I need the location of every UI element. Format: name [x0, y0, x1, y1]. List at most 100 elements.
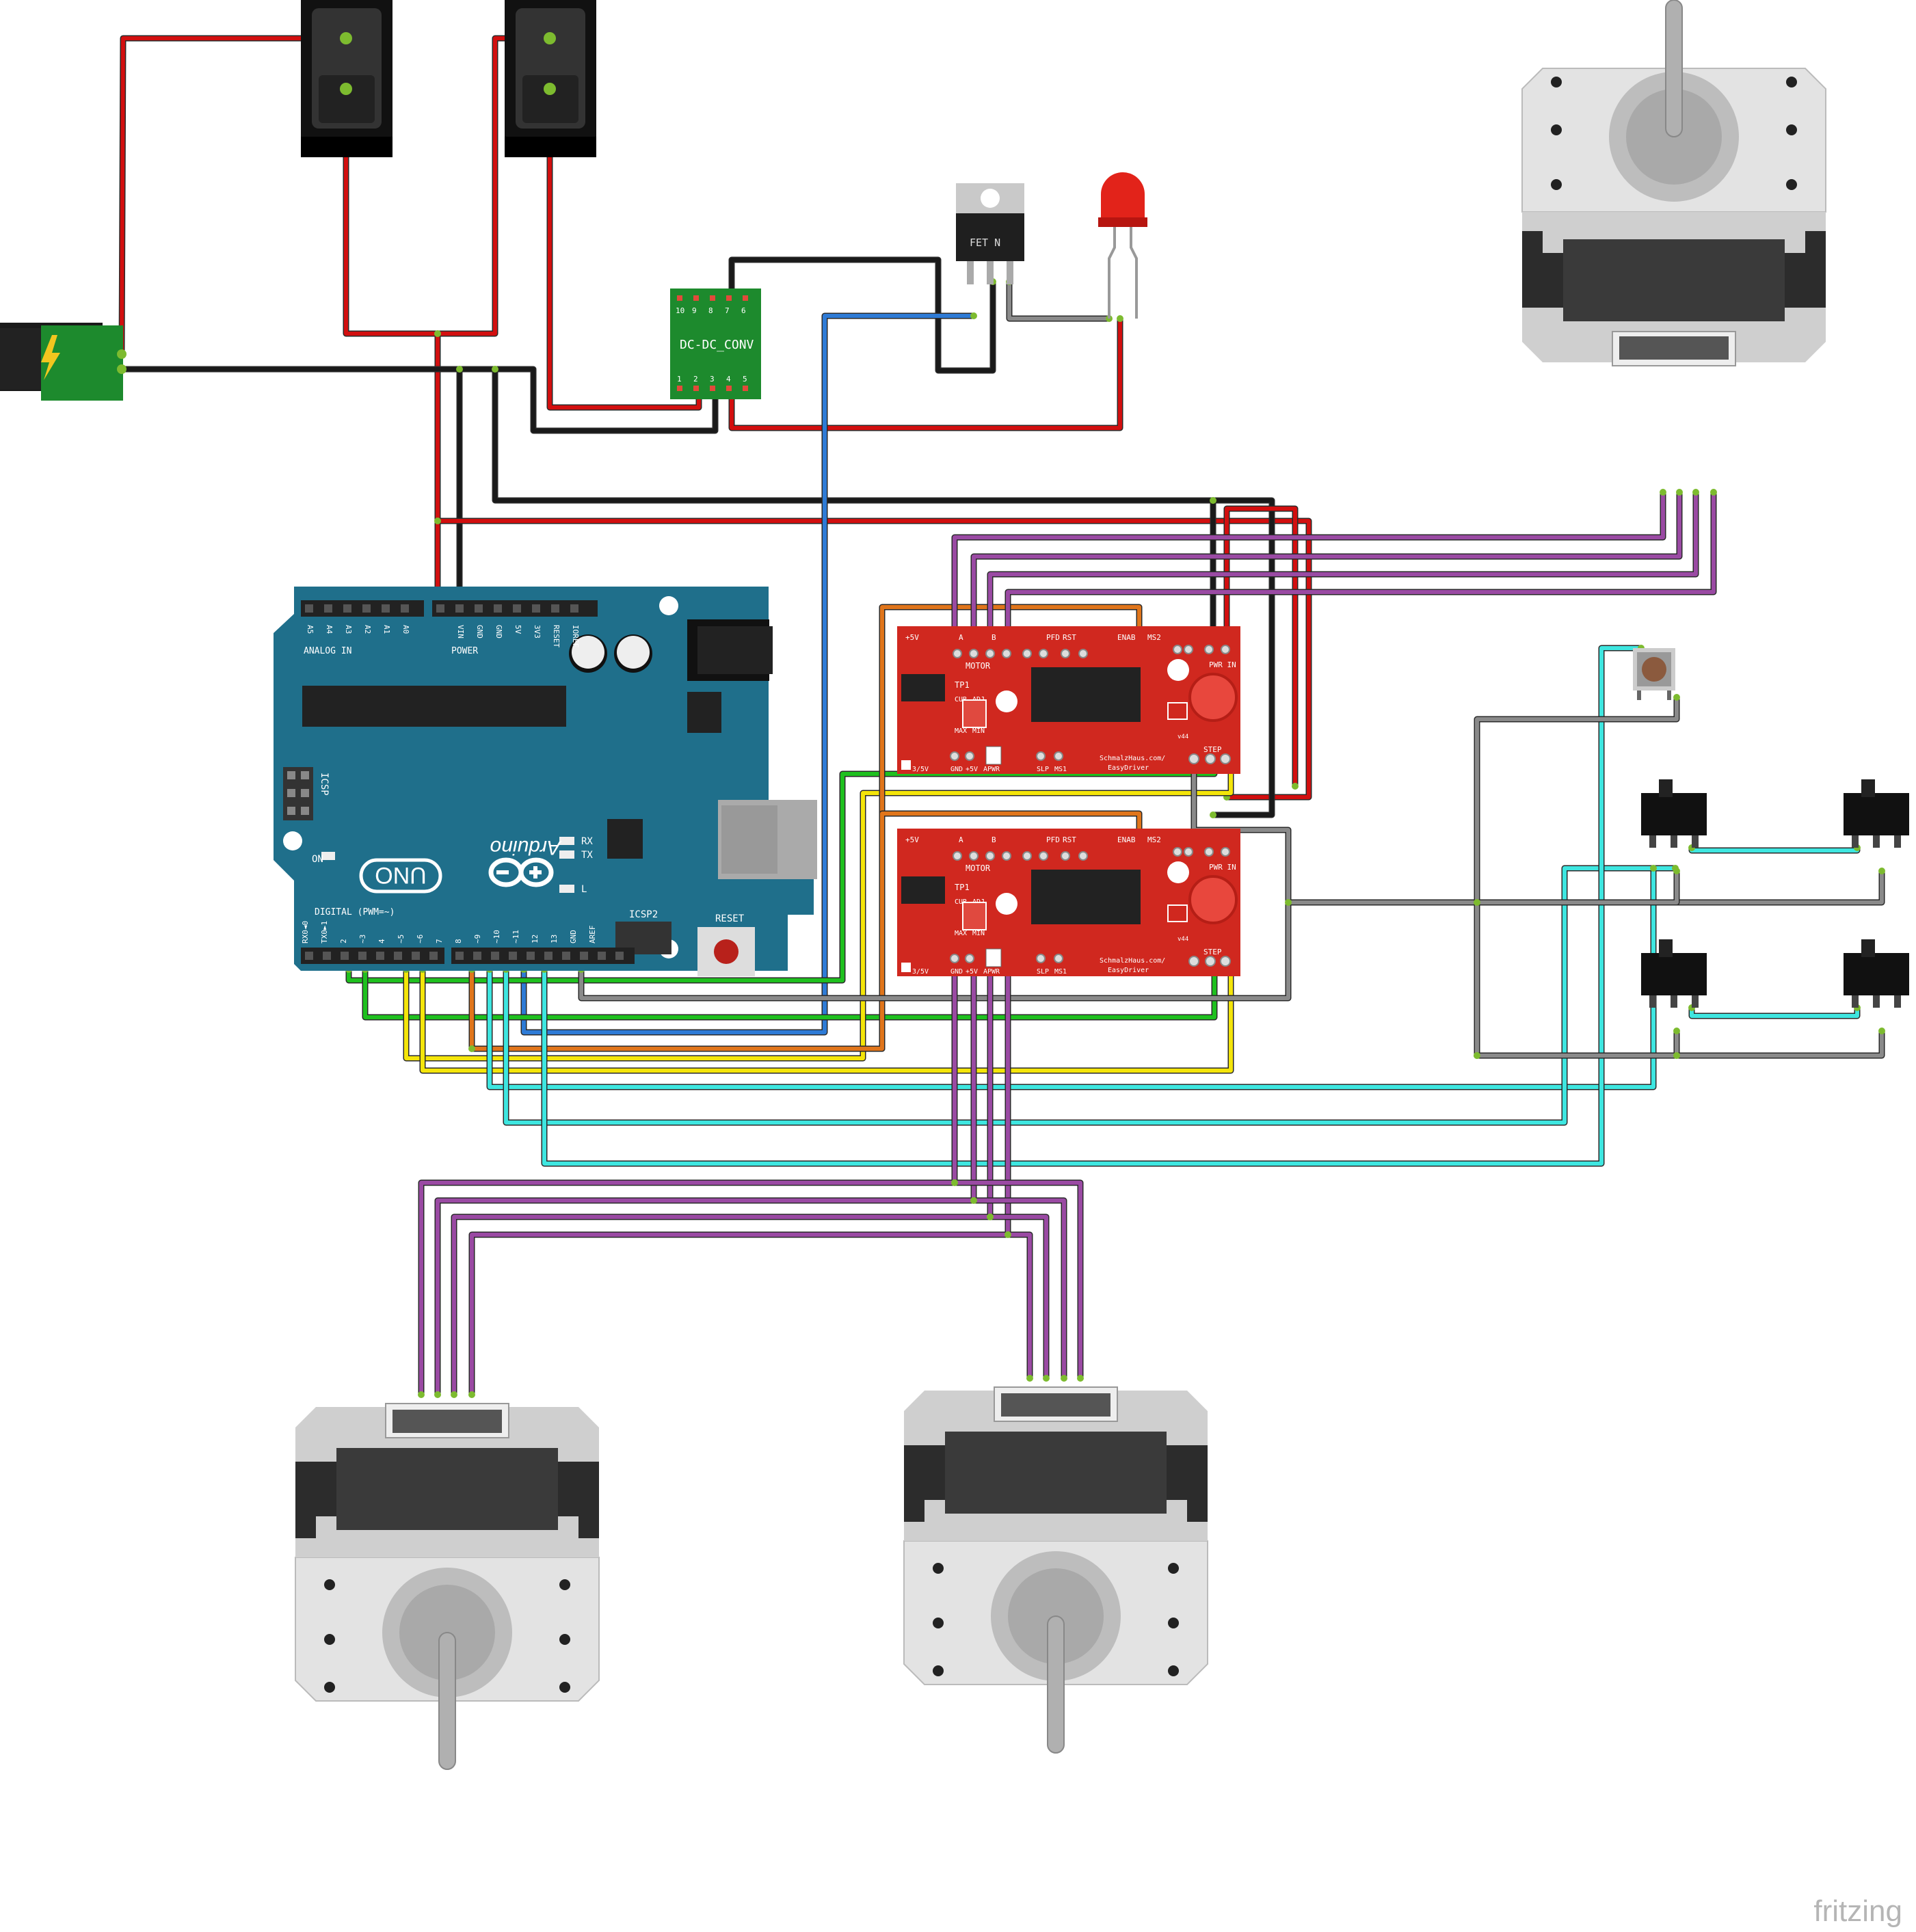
- driver-version: v44: [1177, 734, 1188, 740]
- wire-driver1-gnd-black[interactable]: [1210, 497, 1216, 639]
- driver-brand-line2: EasyDriver: [1108, 967, 1149, 974]
- driver-motor-label: MOTOR: [966, 661, 991, 671]
- arduino-digital-pin-label: 13: [550, 935, 559, 943]
- arduino-uno-board: UNO Arduino ON RX TX L ICSP2 RESET ICSP …: [274, 587, 817, 976]
- driver-bottom-label: +5V: [966, 766, 978, 773]
- wire-gnd-to-arduino[interactable]: [456, 366, 463, 612]
- driver-top-label: B: [992, 835, 996, 844]
- limit-switch-3[interactable]: [1641, 939, 1707, 1008]
- wire-purple-m3-d[interactable]: [1004, 1231, 1033, 1382]
- driver-top-label: A: [959, 835, 963, 844]
- limit-switch-4[interactable]: [1844, 939, 1909, 1008]
- arduino-digital-pin-label: 7: [435, 939, 444, 943]
- stepper-motor-top-right: [1521, 0, 1826, 366]
- wire-gray-vertical[interactable]: [1474, 694, 1680, 1059]
- driver-bottom-label: MS1: [1054, 766, 1067, 773]
- wire-purple-m3-c[interactable]: [987, 1213, 1050, 1382]
- wire-purple-m1-b[interactable]: [970, 489, 1683, 646]
- driver-bottom-label: 3/5V: [912, 766, 929, 773]
- wire-purple-m1-d[interactable]: [1004, 489, 1717, 646]
- driver-top-label: MS2: [1147, 633, 1161, 642]
- limit-switch-1[interactable]: [1641, 779, 1707, 848]
- arduino-model: UNO: [375, 862, 427, 888]
- arduino-infinity-logo: [488, 857, 554, 887]
- driver-top-label: B: [992, 633, 996, 642]
- driver-top-label: PFD: [1046, 835, 1060, 844]
- limit-switch-2[interactable]: [1844, 779, 1909, 848]
- arduino-digital-pin-label: 8: [454, 939, 463, 943]
- arduino-brand: Arduino: [490, 836, 562, 859]
- dc-power-jack: [0, 323, 127, 401]
- wire-cyan-sw-pair1[interactable]: [1688, 844, 1861, 854]
- driver-pot-label: MIN: [972, 930, 985, 937]
- wire-cyan-limit2[interactable]: [503, 865, 1657, 1126]
- arduino-digital-pin-label: RX0◄0: [301, 921, 310, 943]
- wire-switch1-to-vin[interactable]: [343, 85, 441, 612]
- wire-dcdc-out-to-led[interactable]: [728, 315, 1123, 431]
- arduino-digital-pin-label: ~3: [358, 935, 367, 943]
- driver-pwr-in-label: PWR IN: [1209, 863, 1236, 872]
- rocker-switch-2[interactable]: [505, 0, 596, 157]
- wire-gray-sw3[interactable]: [1673, 1028, 1885, 1059]
- dcdc-pin-label: 2: [693, 375, 698, 384]
- dcdc-pin-label: 5: [743, 375, 747, 384]
- arduino-digital-pin-label: AREF: [588, 926, 597, 944]
- wire-purple-m1-c[interactable]: [987, 489, 1699, 646]
- driver-bottom-label: GND: [950, 766, 963, 773]
- driver-step-label: STEP: [1203, 745, 1222, 754]
- arduino-digital-pin-label: ~10: [492, 930, 501, 943]
- fritzing-logo: fritzing: [1813, 1894, 1902, 1928]
- arduino-analog-pin-label: A3: [344, 625, 353, 634]
- arduino-power-pin-label: GND: [494, 625, 503, 639]
- fet-n-transistor: FET N: [956, 183, 1024, 284]
- dcdc-pin-label: 1: [677, 375, 682, 384]
- driver-top-label: RST: [1063, 835, 1076, 844]
- red-led: [1098, 172, 1147, 319]
- tactile-push-button[interactable]: [1633, 648, 1675, 700]
- arduino-analog-pin-label: A2: [363, 625, 372, 634]
- arduino-analog-pin-label: A0: [401, 625, 410, 634]
- arduino-reset-label: RESET: [715, 913, 745, 924]
- wire-purple-m3-a[interactable]: [951, 1179, 1084, 1382]
- arduino-digital-pin-label: ~9: [473, 935, 482, 943]
- driver-top-label: +5V: [905, 835, 919, 844]
- driver-bottom-label: GND: [950, 968, 963, 976]
- driver-step-label: STEP: [1203, 948, 1222, 956]
- wire-gray-sw1[interactable]: [1474, 868, 1680, 906]
- driver-version: v44: [1177, 936, 1188, 943]
- arduino-power-pin-label: GND: [475, 625, 484, 639]
- driver-pot-label: CUR: [955, 696, 968, 703]
- dcdc-pin-label: 10: [676, 306, 684, 315]
- arduino-digital-pin-label: ~6: [416, 935, 425, 943]
- arduino-on-label: ON: [312, 854, 323, 865]
- arduino-digital-label: DIGITAL (PWM=~): [315, 907, 395, 917]
- driver-bottom-label: APWR: [983, 968, 1000, 976]
- wire-fet-to-led[interactable]: [1006, 278, 1113, 322]
- arduino-digital-pin-label: TX0►1: [320, 921, 329, 943]
- dcdc-pin-label: 8: [708, 306, 713, 315]
- driver-tp-label: TP1: [955, 883, 970, 892]
- driver-top-label: A: [959, 633, 963, 642]
- driver-brand-line1: SchmalzHaus.com/: [1100, 755, 1165, 762]
- arduino-tx-label: TX: [581, 850, 593, 861]
- driver-brand-line1: SchmalzHaus.com/: [1100, 957, 1165, 965]
- driver-pwr-in-label: PWR IN: [1209, 660, 1236, 669]
- driver-pot-label: MIN: [972, 727, 985, 735]
- wire-purple-m3-b[interactable]: [970, 1197, 1067, 1382]
- arduino-analog-in-label: ANALOG IN: [304, 646, 351, 656]
- driver-pot-label: CUR: [955, 898, 968, 906]
- stepper-motor-bottom-left: [295, 1403, 600, 1770]
- wire-cyan-sw-pair2[interactable]: [1688, 1004, 1861, 1019]
- driver-top-label: PFD: [1046, 633, 1060, 642]
- wire-gnd-bus[interactable]: [118, 366, 719, 434]
- dcdc-pin-label: 4: [726, 375, 731, 384]
- arduino-digital-pin-label: 4: [377, 939, 386, 943]
- wire-gnd-to-driver[interactable]: [492, 366, 1275, 818]
- arduino-power-pin-label: IOREF: [571, 625, 580, 647]
- driver-top-label: +5V: [905, 633, 919, 642]
- wire-gray-sw2[interactable]: [1474, 1028, 1680, 1059]
- easydriver-board-1: +5VABPFDRSTENABMS2MOTORTP1CURADJMAXMIN3/…: [897, 626, 1240, 774]
- rocker-switch-1[interactable]: [301, 0, 392, 157]
- wires: [118, 35, 1885, 1398]
